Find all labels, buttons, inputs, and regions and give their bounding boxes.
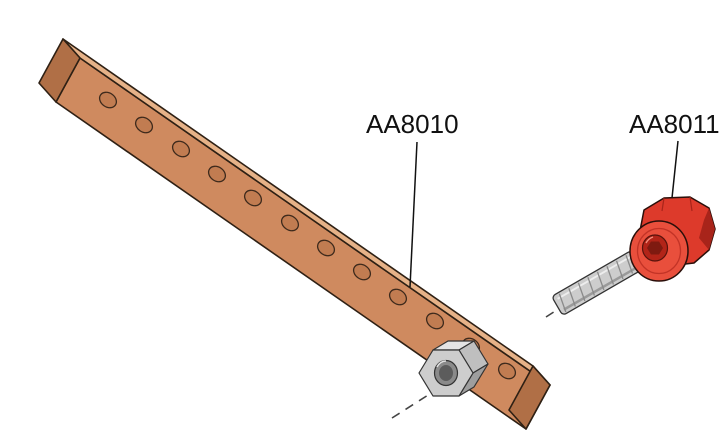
busbar-hole [352,263,372,281]
label-insulator: AA8011 [629,109,720,139]
label-busbar: AA8010 [366,109,459,139]
insulator-hex-facet-lines [661,196,693,212]
leader-line-busbar [409,141,418,288]
busbar-hole [243,189,263,207]
hex-nut [418,340,489,397]
busbar-hole [134,116,154,134]
busbar-hole [316,239,336,257]
insulator-socket-hex [647,241,663,255]
screw-shadow [563,266,638,311]
insulator-socket-highlight [645,236,654,244]
busbar-right-end-face [508,365,551,430]
busbar-hole [388,288,408,306]
insulator-hex-body-shadow-facet [699,208,715,250]
busbar-hole [98,91,118,109]
screw-threads [558,255,634,313]
busbar-hole [207,165,227,183]
busbar-hole [497,362,517,380]
insulator-flange-rim [636,227,682,275]
nut-hole-inner [439,365,453,381]
busbar-hole [425,312,445,330]
busbar-hole [171,140,191,158]
busbar-left-end-face [38,38,81,103]
busbar-hole [280,214,300,232]
nut-hole-highlight [436,360,447,368]
insulator [629,196,716,282]
axis-dash-segment [391,389,437,419]
screw [552,251,642,315]
callouts: AA8010 AA8011 [366,109,720,288]
leader-line-insulator [671,140,679,199]
